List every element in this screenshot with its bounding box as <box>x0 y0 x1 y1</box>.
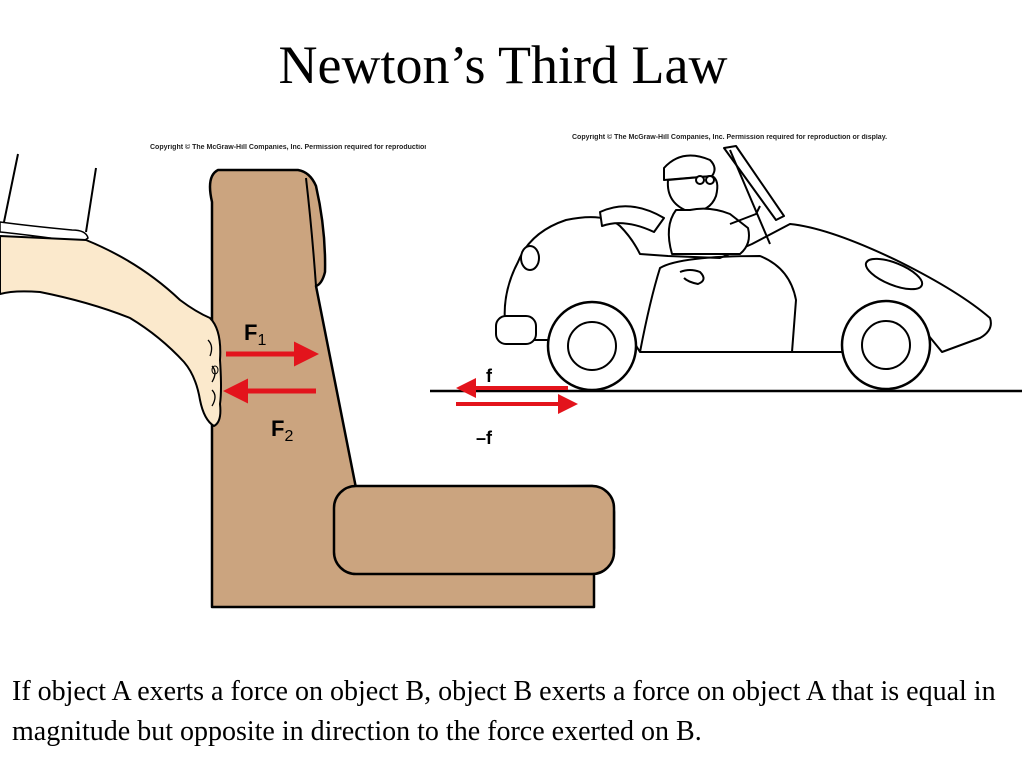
pushing-arm <box>0 150 222 427</box>
illustration-canvas: F1 F2 f –f <box>0 145 1022 609</box>
driver <box>663 154 761 255</box>
chair-seat-cushion <box>332 484 616 576</box>
right-copyright-notice: Copyright © The McGraw-Hill Companies, I… <box>572 134 888 141</box>
slide-caption: If object A exerts a force on object B, … <box>12 676 996 747</box>
left-copyright-notice: Copyright © The McGraw-Hill Companies, I… <box>150 144 426 151</box>
wheel-rear <box>546 300 638 392</box>
label-minus-f: –f <box>476 428 493 448</box>
label-f: f <box>486 366 493 386</box>
slide-title: Newton’s Third Law <box>278 35 728 95</box>
label-f1: F1 <box>244 320 266 349</box>
label-f2: F2 <box>271 416 293 445</box>
wheel-front <box>840 299 932 391</box>
armchair <box>208 168 616 609</box>
